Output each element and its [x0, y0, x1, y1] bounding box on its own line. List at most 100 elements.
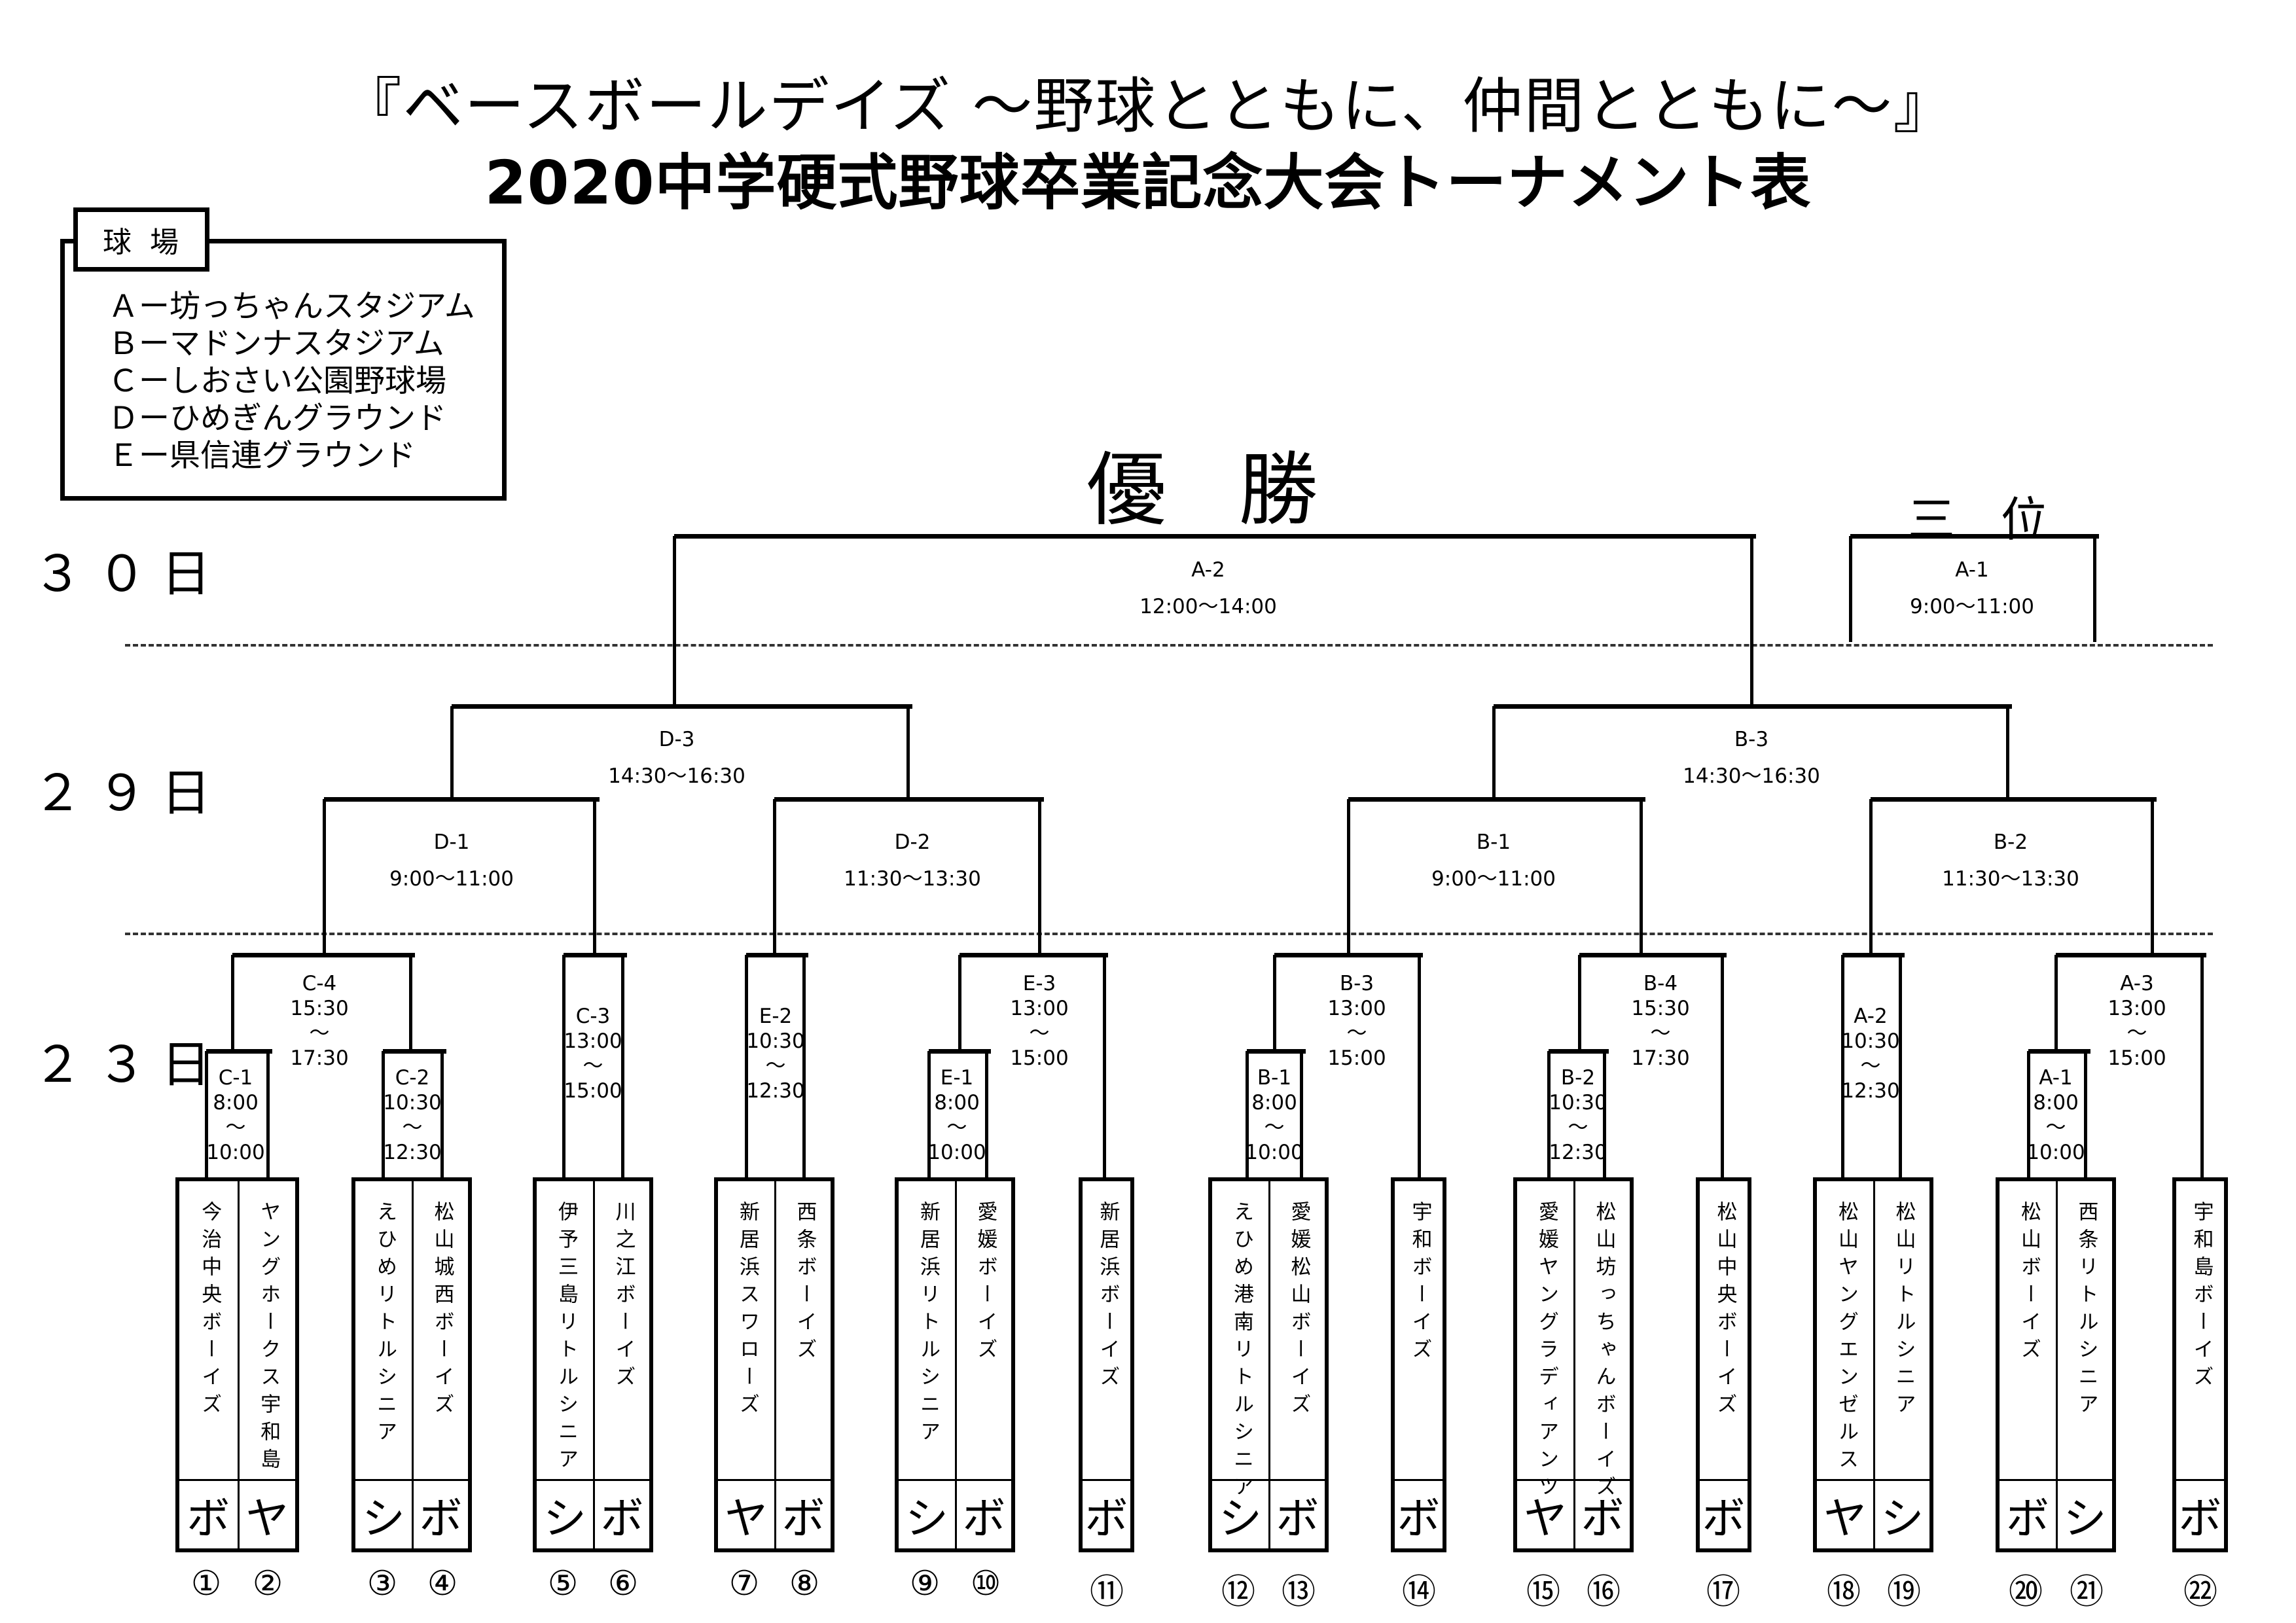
- match-start: 13:00: [1010, 997, 1069, 1020]
- team-entry: 愛媛ヤングラディアンツヤ: [1517, 1181, 1573, 1548]
- match-e3: E-3 13:00 ～ 15:00: [1010, 971, 1068, 1071]
- day-label-29: ２９日: [33, 764, 225, 822]
- bracket-b3-29-left-leg: [1492, 706, 1496, 799]
- bracket-b1-23-right-leg: [1300, 1051, 1303, 1177]
- team-entry: 松山中央ボーイズボ: [1700, 1181, 1748, 1548]
- match-sep: ～: [1346, 1022, 1367, 1045]
- bracket-b3-23-right-leg: [1418, 955, 1421, 1177]
- seed-number: ㉑: [2069, 1573, 2104, 1612]
- bracket-a1-23-top: [2028, 1049, 2090, 1054]
- match-sep: ～: [1568, 1116, 1588, 1139]
- team-entry: 松山城西ボーイズボ: [412, 1181, 468, 1548]
- league-badge: ボ: [957, 1479, 1011, 1548]
- league-badge: シ: [2058, 1479, 2112, 1548]
- bracket-final-top: [674, 534, 1756, 539]
- bracket-b1-29-top: [1348, 797, 1645, 802]
- venue-item-e: Ｅー県信連グラウンド: [108, 438, 416, 474]
- league-badge: ボ: [1700, 1479, 1748, 1548]
- team-name: 新居浜リトルシニア: [916, 1201, 940, 1448]
- team-box: 新居浜リトルシニアシ愛媛ボーイズボ: [895, 1177, 1015, 1552]
- match-d1: D-1 9:00～11:00: [389, 824, 514, 897]
- seed-number: ②: [252, 1564, 283, 1603]
- match-b1-day23: B-1 8:00 ～ 10:00: [1245, 1065, 1303, 1165]
- team-box: 松山中央ボーイズボ: [1696, 1177, 1751, 1552]
- team-name: 新居浜スワローズ: [736, 1201, 759, 1421]
- league-badge: シ: [899, 1479, 955, 1548]
- match-code: C-2: [395, 1066, 430, 1090]
- league-badge: ヤ: [1817, 1479, 1873, 1548]
- seed-number: ⑮: [1526, 1573, 1561, 1612]
- team-name: 松山ヤングエンゼルス: [1835, 1201, 1858, 1476]
- match-end: 15:00: [564, 1079, 622, 1103]
- bracket-b4-right-leg: [1721, 955, 1724, 1177]
- match-start: 15:30: [1631, 997, 1690, 1020]
- team-entry: 松山ボーイズボ: [2000, 1181, 2056, 1548]
- match-sep: ～: [765, 1054, 786, 1078]
- bracket-e1-left-leg: [927, 1051, 931, 1177]
- bracket-d3-left-leg: [450, 706, 454, 799]
- team-box: 新居浜ボーイズボ: [1079, 1177, 1134, 1552]
- seed-number: ⑨: [909, 1564, 941, 1603]
- seed-number: ⑩: [970, 1564, 1001, 1603]
- team-name: 宇和島ボーイズ: [2189, 1201, 2214, 1393]
- team-name: 宇和ボーイズ: [1408, 1201, 1432, 1366]
- team-entry: 新居浜リトルシニアシ: [899, 1181, 955, 1548]
- match-code: E-1: [940, 1066, 974, 1090]
- match-start: 10:30: [1549, 1091, 1607, 1115]
- match-end: 10:00: [2026, 1141, 2085, 1164]
- seed-number: ⑥: [607, 1564, 639, 1603]
- team-box: えひめ港南リトルシニアシ愛媛松山ボーイズボ: [1208, 1177, 1329, 1552]
- match-b2-day23: B-2 10:30 ～ 12:30: [1549, 1065, 1607, 1165]
- bracket-d1-right-leg: [593, 799, 596, 955]
- match-time: 12:00～14:00: [1139, 595, 1277, 618]
- match-sep: ～: [1029, 1022, 1050, 1045]
- seed-number: ⑯: [1586, 1573, 1621, 1612]
- match-sep: ～: [402, 1116, 423, 1139]
- match-time: 9:00～11:00: [1910, 595, 2034, 618]
- team-name: 松山中央ボーイズ: [1713, 1201, 1737, 1421]
- champion-heading: 優勝: [1086, 444, 1390, 537]
- bracket-c2-right-leg: [440, 1051, 444, 1177]
- match-code: B-3: [1734, 728, 1769, 751]
- bracket-final-right-leg: [1750, 536, 1753, 707]
- bracket-c3-right-leg: [621, 955, 624, 1177]
- match-code: B-1: [1257, 1066, 1292, 1090]
- match-start: 8:00: [213, 1091, 259, 1115]
- bracket-c3-top: [564, 953, 627, 957]
- league-badge: ボ: [179, 1479, 238, 1548]
- match-b2-day29: B-2 11:30～13:30: [1942, 824, 2079, 897]
- match-code: C-4: [302, 972, 337, 995]
- match-sep: ～: [2045, 1116, 2066, 1139]
- bracket-d2-right-leg: [1038, 799, 1041, 955]
- match-b3-day23: B-3 13:00 ～ 15:00: [1327, 971, 1386, 1071]
- team-entry: 西条ボーイズボ: [774, 1181, 831, 1548]
- team-name: 伊予三島リトルシニア: [554, 1201, 578, 1476]
- bracket-a1-23-left-leg: [2027, 1051, 2030, 1177]
- team-box: 宇和ボーイズボ: [1391, 1177, 1446, 1552]
- match-time: 9:00～11:00: [1431, 867, 1556, 891]
- team-entry: 今治中央ボーイズボ: [179, 1181, 238, 1548]
- team-entry: えひめリトルシニアシ: [355, 1181, 412, 1548]
- match-start: 10:30: [1841, 1029, 1900, 1053]
- match-a3: A-3 13:00 ～ 15:00: [2108, 971, 2166, 1071]
- league-badge: ボ: [2000, 1479, 2056, 1548]
- match-d3: D-3 14:30～16:30: [608, 721, 745, 794]
- team-entry: 西条リトルシニアシ: [2056, 1181, 2112, 1548]
- match-time: 14:30～16:30: [608, 764, 745, 788]
- match-end: 15:00: [1010, 1046, 1069, 1070]
- match-sep: ～: [225, 1116, 246, 1139]
- match-code: E-2: [759, 1005, 793, 1028]
- bracket-a3-top: [2056, 953, 2206, 957]
- seed-number: ⑰: [1706, 1573, 1741, 1612]
- seed-number: ③: [367, 1564, 398, 1603]
- team-name: 松山城西ボーイズ: [430, 1201, 454, 1421]
- bracket-c1-top: [206, 1049, 272, 1054]
- venue-item-d: Ｄーひめぎんグラウンド: [108, 401, 446, 437]
- team-name: えひめ港南リトルシニア: [1230, 1201, 1253, 1503]
- match-code: B-1: [1476, 830, 1511, 854]
- bracket-a1-23-right-leg: [2084, 1051, 2087, 1177]
- match-start: 13:00: [564, 1029, 622, 1053]
- league-badge: ボ: [1395, 1479, 1443, 1548]
- seed-number: ⑲: [1886, 1573, 1922, 1612]
- match-code: B-4: [1643, 972, 1678, 995]
